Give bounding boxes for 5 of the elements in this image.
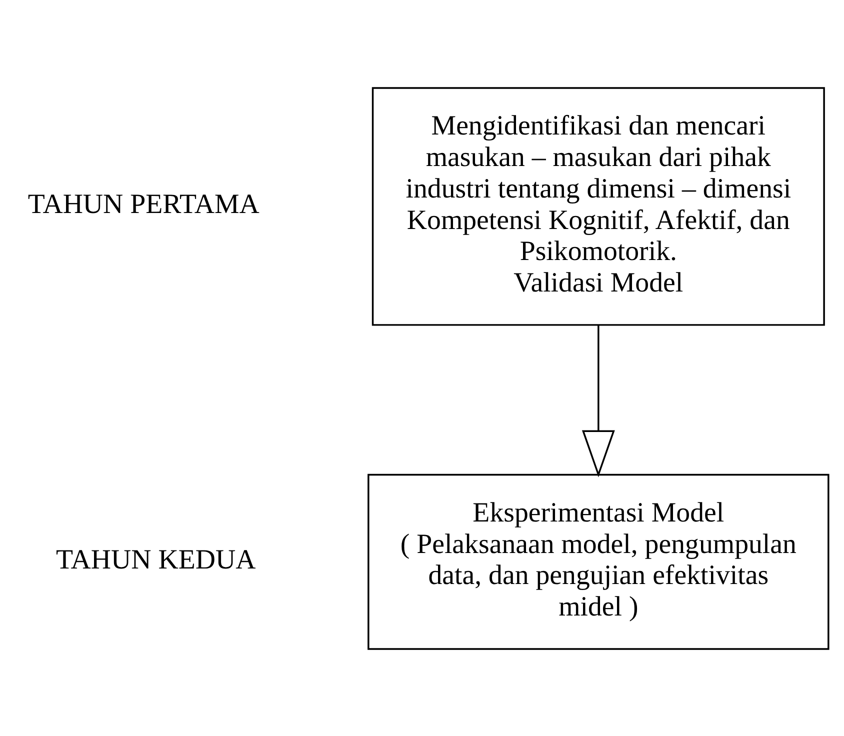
node-label: TAHUN KEDUA bbox=[56, 544, 256, 576]
arrow bbox=[582, 324, 615, 477]
node-box: Mengidentifikasi dan mencari masukan – masukan dari pihak industri tentang dimensi – dimensi Kompetensi Kognitif, Afektif, dan Psikomotorik. Validasi Model bbox=[372, 86, 825, 326]
node-box: Eksperimentasi Model ( Pelaksanaan model, pengumpulan data, dan pengujian efektivitas midel ) bbox=[368, 473, 830, 650]
node-label: TAHUN PERTAMA bbox=[28, 188, 260, 220]
